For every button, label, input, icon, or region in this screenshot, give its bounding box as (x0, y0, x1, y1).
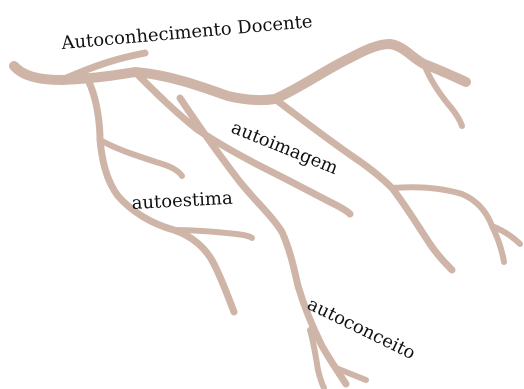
label-autoimagem: autoimagem (228, 117, 341, 179)
twig-right-far (392, 187, 504, 262)
twig-left-upper (100, 140, 182, 176)
label-autoestima: autoestima (131, 188, 233, 214)
title-label: Autoconhecimento Docente (60, 11, 314, 54)
label-autoconceito: autoconceito (304, 294, 419, 364)
